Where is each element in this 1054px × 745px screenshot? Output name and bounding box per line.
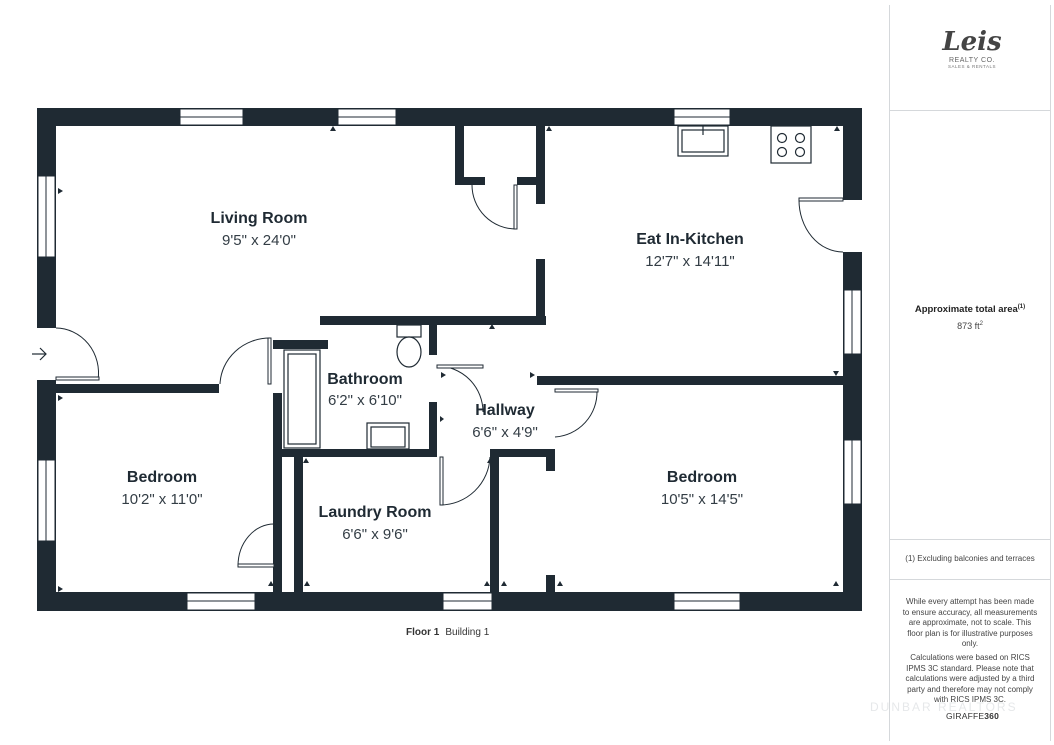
disclaimer-accuracy: While every attempt has been made to ens… [902,597,1038,648]
room-dims-bathroom: 6'2" x 6'10" [328,392,402,409]
room-name-living-room: Living Room [210,210,308,227]
room-dims-bedroom-2: 10'5" x 14'5" [660,491,744,508]
logo-line2: SALES & RENTALS [948,64,996,69]
exterior-walls [37,108,862,611]
entry-arrow [32,347,47,361]
kitchen-exterior-door [798,199,844,253]
entry-door-swing [55,327,99,381]
dimension-markers [58,126,840,592]
room-dims-laundry-room: 6'6" x 9'6" [342,526,408,543]
info-sidebar: Leis REALTY CO. SALES & RENTALS Approxim… [889,5,1051,741]
room-name-bedroom-1: Bedroom [126,469,198,486]
room-name-eat-in-kitchen: Eat In-Kitchen [636,231,744,248]
windows [37,108,862,611]
logo-line1: REALTY CO. [949,57,995,64]
area-value-text: 873 ft [957,321,980,331]
laundry-door [439,456,491,506]
entry-door-leaf [55,376,100,381]
room-name-bedroom-2: Bedroom [666,469,738,486]
watermark: DUNBAR REALTORS [870,700,1018,714]
room-name-bathroom: Bathroom [327,371,403,388]
logo-script: Leis [942,27,1002,57]
disclaimer-rics: Calculations were based on RICS IPMS 3C … [905,653,1035,704]
room-dims-eat-in-kitchen: 12'7" x 14'11" [645,253,735,270]
divider [890,539,1050,540]
room-name-laundry-room: Laundry Room [318,504,432,521]
stove [770,125,812,164]
area-title-note: (1) [1017,304,1026,310]
realty-logo: Leis REALTY CO. SALES & RENTALS [940,29,1004,69]
closet-door [471,184,517,230]
room-dims-living-room: 9'5" x 24'0" [222,232,296,249]
room-dims-hallway: 6'6" x 4'9" [472,424,538,441]
brand-suffix: 360 [984,711,1000,721]
closet2-door [237,523,275,567]
area-unit-sup: 2 [979,321,983,327]
fixtures [283,125,812,450]
area-value: 873 ft2 [890,321,1050,331]
bathtub [283,349,321,449]
interior-walls [56,126,843,592]
area-title-text: Approximate total area [914,304,1018,316]
bedroom2-door [554,390,598,438]
room-dims-bedroom-1: 10'2" x 11'0" [121,491,203,508]
exclusion-note: (1) Excluding balconies and terraces [905,554,1035,563]
brand-name: GIRAFFE [946,711,985,721]
kitchen-sink [677,125,729,157]
floor-caption: Floor 1 Building 1 [406,627,489,638]
door-openings [37,200,862,457]
area-title: Approximate total area(1) [890,304,1050,315]
divider [890,110,1050,111]
room-name-hallway: Hallway [475,402,535,419]
doors [55,184,844,568]
brand-mark: GIRAFFE360 [946,711,999,721]
bathroom-sink [366,422,410,450]
floor-plan [32,108,862,611]
building-label: Building 1 [445,627,490,638]
divider [890,579,1050,580]
toilet [396,324,422,368]
floor-label: Floor 1 [406,627,440,638]
living-bedroom-door [219,337,271,385]
